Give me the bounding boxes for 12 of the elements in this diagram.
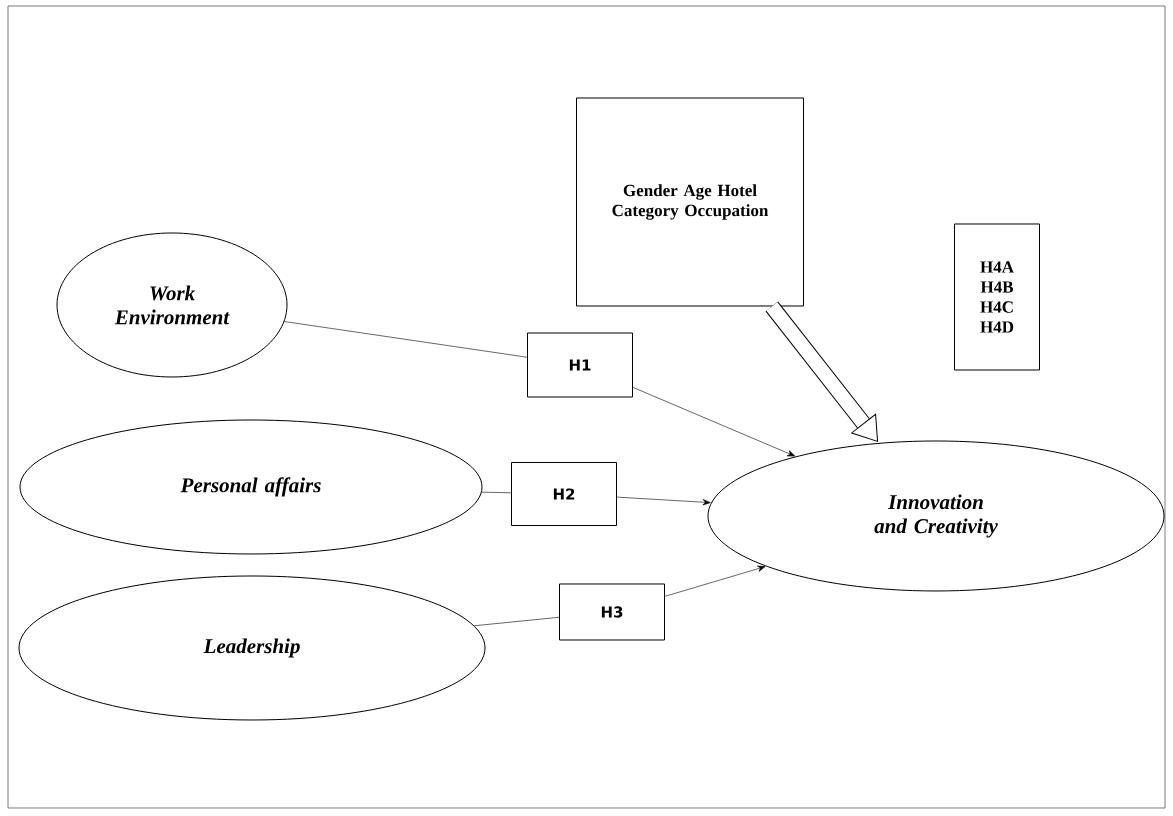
block-arrow	[765, 301, 879, 442]
arrow	[664, 565, 766, 597]
connector-line	[473, 617, 560, 627]
label-box: H3	[559, 583, 665, 641]
connector-line	[284, 321, 528, 358]
arrow	[616, 496, 711, 506]
hypotheses-box: H4A H4B H4C H4D	[954, 223, 1040, 371]
arrow	[632, 387, 796, 457]
variables-box: Gender Age Hotel Category Occupation	[576, 97, 804, 307]
label-box: H2	[511, 462, 617, 526]
connector-line	[481, 491, 512, 494]
label-box: H1	[527, 332, 633, 398]
